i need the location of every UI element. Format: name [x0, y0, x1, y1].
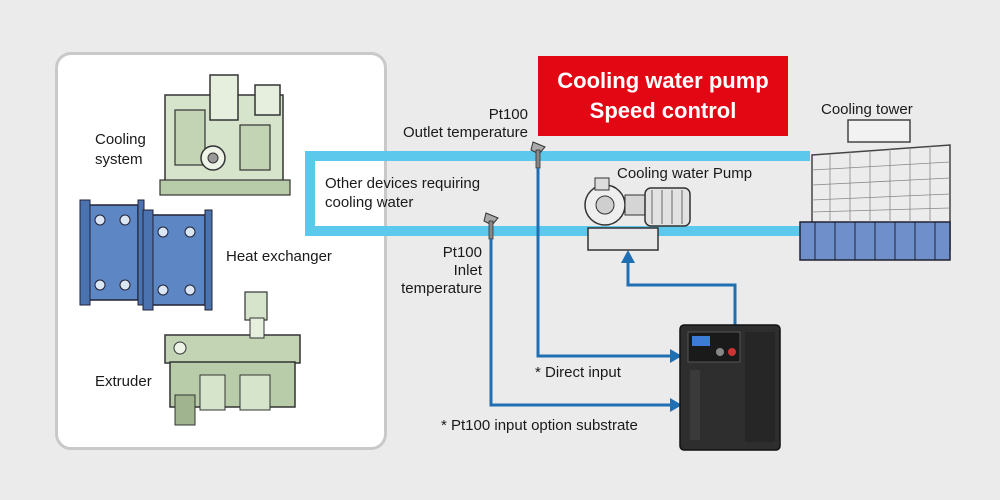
signal-lines: [489, 168, 737, 407]
title-line-1: Cooling water pump: [557, 68, 769, 93]
inlet-sensor-label: Pt100: [442, 244, 482, 261]
water-pipes: [305, 151, 810, 236]
outlet-sensor-label: Pt100: [488, 106, 528, 123]
title-line-2: Speed control: [589, 98, 737, 123]
cooling-system-icon: [159, 74, 291, 196]
pump-icon: [584, 177, 691, 251]
sensor-icon: [483, 141, 546, 240]
pump-label: Cooling water Pump: [617, 165, 753, 182]
extruder-label: Extruder: [95, 373, 152, 390]
cooling-tower-icon: [799, 119, 951, 261]
pt100-option-label: * Pt100 input option substrate: [441, 417, 638, 434]
cooling-tower-label: Cooling tower: [821, 101, 913, 118]
other-devices-line2: cooling water: [325, 194, 414, 211]
inverter-icon: [679, 324, 781, 451]
heat-exchanger-label: Heat exchanger: [226, 248, 332, 265]
direct-input-label: * Direct input: [535, 364, 621, 381]
signal-arrows: [621, 250, 682, 412]
cooling-system-label: Cooling system: [95, 131, 146, 168]
pipe-loop-connector: [305, 151, 315, 236]
outlet-temperature-label: Outlet temperature: [402, 124, 528, 141]
other-devices-line1: Other devices requiring: [325, 175, 481, 192]
extruder-icon: [164, 291, 301, 426]
speed-control-title: Cooling water pump Speed control: [538, 56, 788, 136]
inlet-pipe: [305, 226, 810, 236]
inlet-label-line2: temperature: [401, 280, 482, 297]
heat-exchanger-icon: [79, 199, 213, 311]
inlet-label-line1: Inlet: [453, 262, 482, 279]
outlet-pipe: [305, 151, 810, 161]
